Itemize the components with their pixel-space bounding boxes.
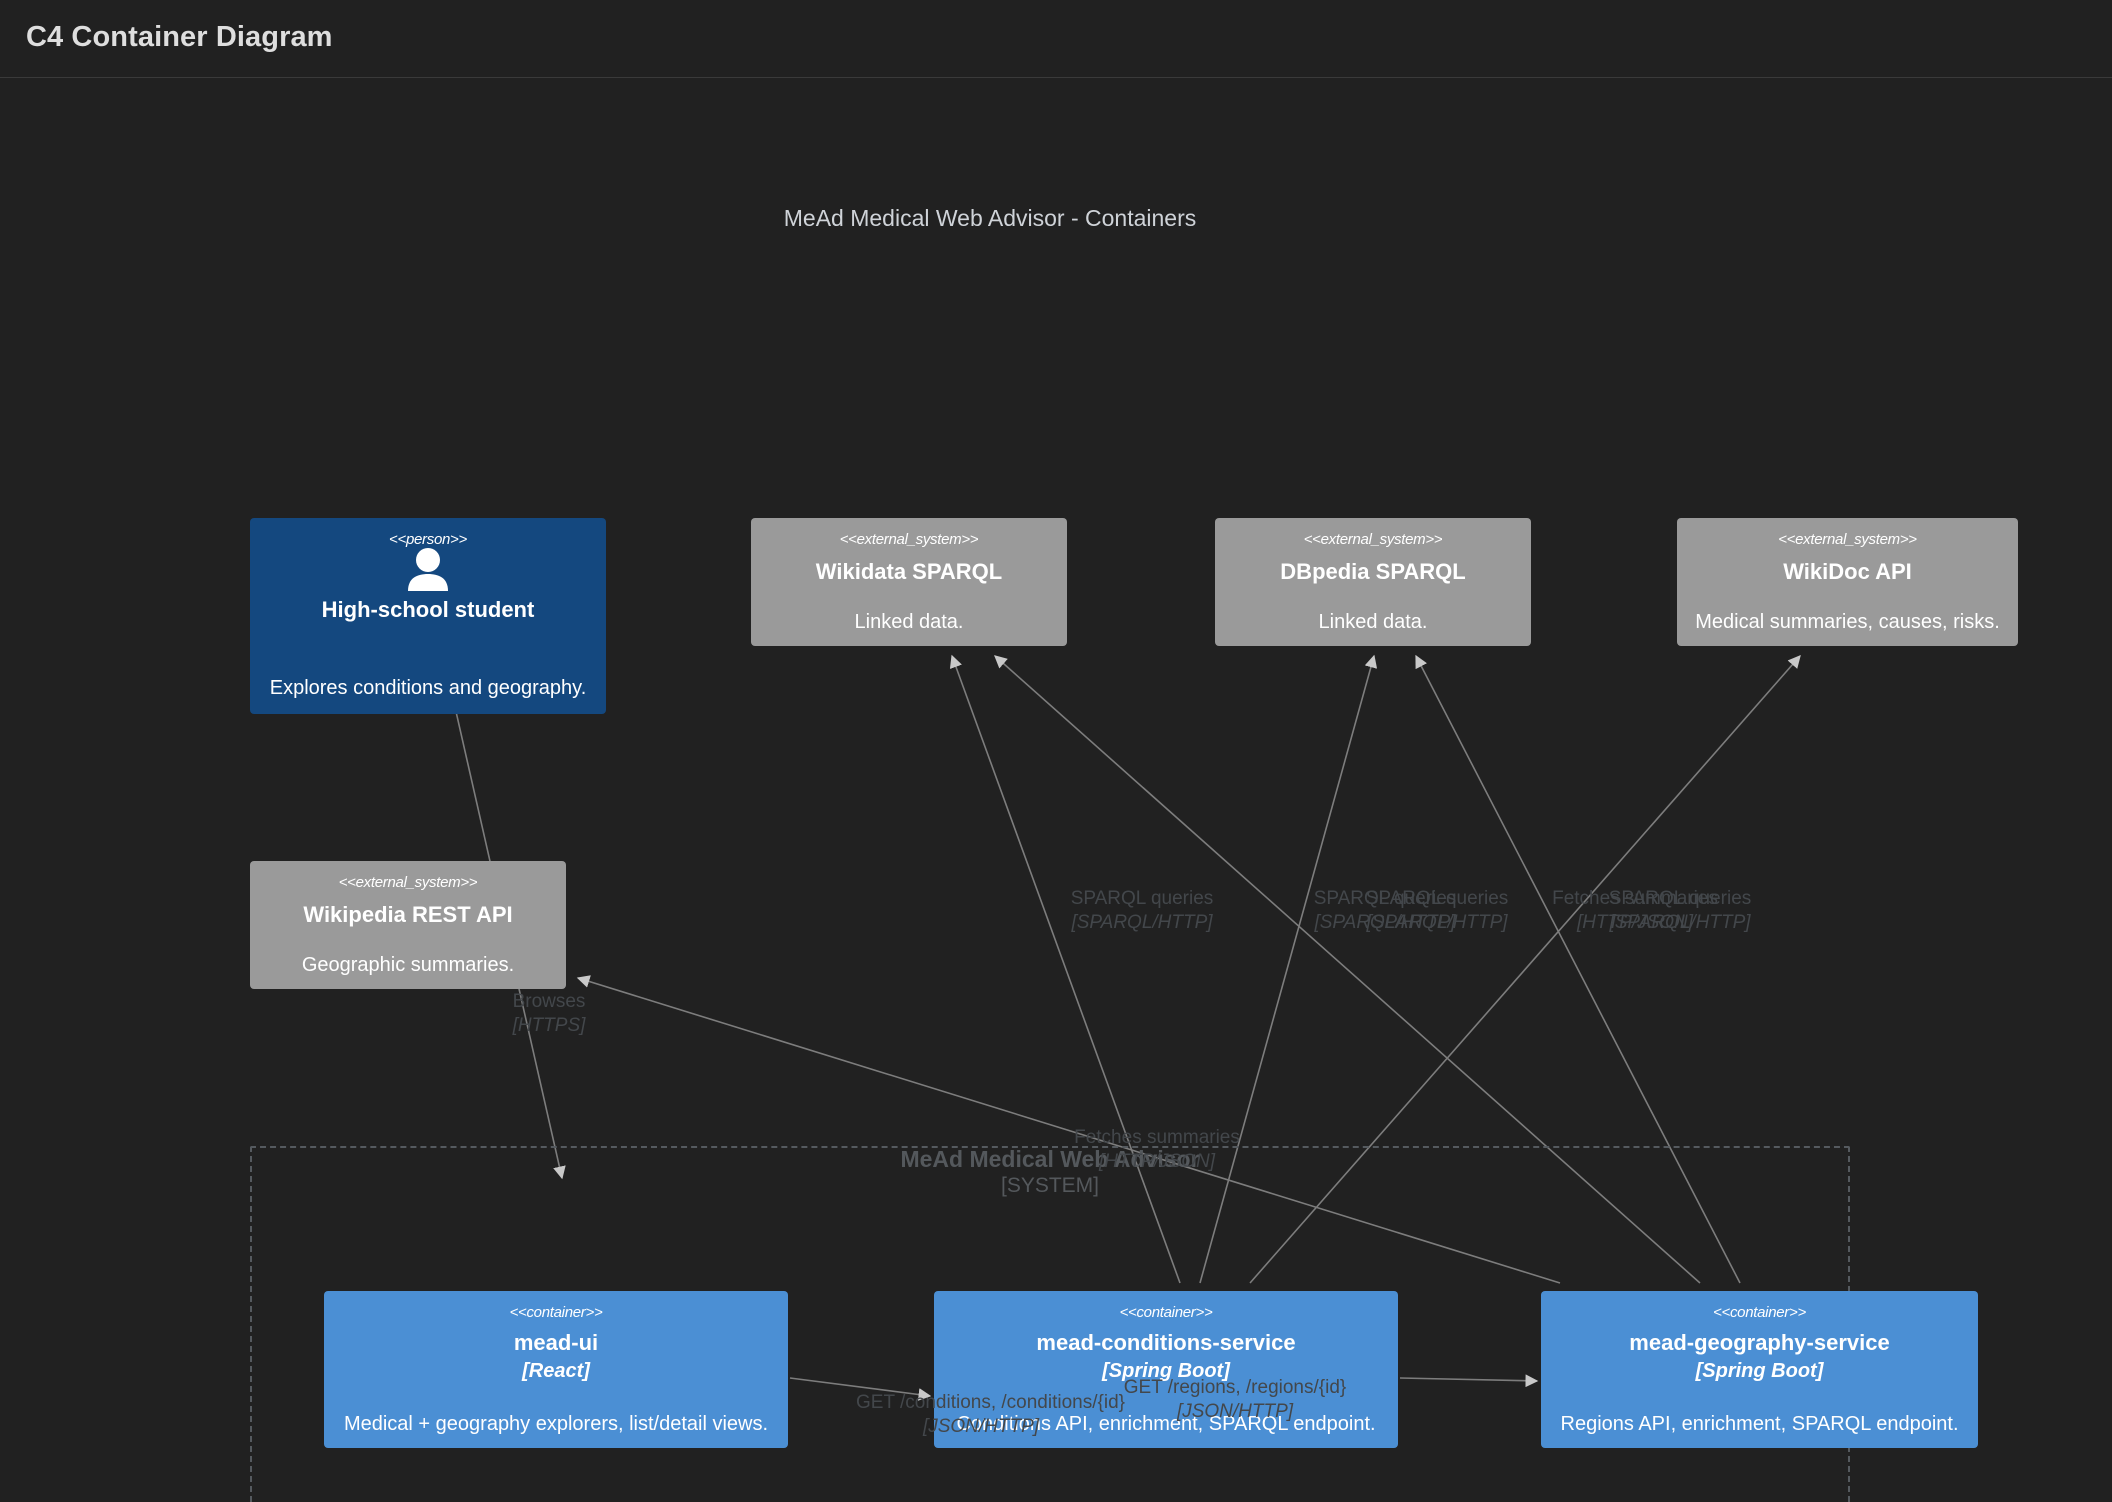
node-description: Linked data. — [1318, 611, 1428, 633]
node-description: Medical summaries, causes, risks. — [1695, 611, 2000, 633]
system-boundary-name: MeAd Medical Web Advisor — [900, 1146, 1200, 1172]
node-name: mead-geography-service — [1629, 1330, 1890, 1355]
page-header: C4 Container Diagram — [0, 0, 2112, 78]
node-stereotype: <<external_system>> — [338, 874, 478, 891]
node-name: mead-conditions-service — [1036, 1330, 1296, 1355]
node-stereotype: <<container>> — [1713, 1304, 1806, 1321]
edge-label-text: SPARQL queries — [1365, 888, 1509, 909]
node-description: Regions API, enrichment, SPARQL endpoint… — [1560, 1413, 1959, 1435]
node-mead-conditions-service[interactable]: <<container>> mead-conditions-service [S… — [934, 1291, 1398, 1448]
node-stereotype: <<external_system>> — [839, 531, 979, 548]
node-description: Conditions API, enrichment, SPARQL endpo… — [956, 1413, 1376, 1435]
node-mead-geography-service[interactable]: <<container>> mead-geography-service [Sp… — [1541, 1291, 1978, 1448]
node-mead-ui[interactable]: <<container>> mead-ui [React] Medical + … — [324, 1291, 788, 1448]
edge-label-tech: [SPARQL/HTTP] — [1366, 911, 1508, 933]
diagram-canvas[interactable]: MeAd Medical Web Advisor - Containers — [0, 78, 2112, 1502]
node-name: Wikipedia REST API — [303, 902, 513, 927]
node-wikidoc-api[interactable]: <<external_system>> WikiDoc API Medical … — [1677, 518, 2018, 646]
system-boundary-type: [SYSTEM] — [1000, 1174, 1100, 1198]
page-title: C4 Container Diagram — [26, 21, 333, 53]
node-stereotype: <<container>> — [1119, 1304, 1213, 1321]
node-stereotype: <<container>> — [509, 1304, 603, 1321]
edge-label-tech: [SPARQL/HTTP] — [1609, 911, 1751, 933]
edge-label-conditions-wikidoc: Fetches summaries [HTTP/JSON] — [1530, 887, 1740, 935]
edge-label-tech: [HTTPS] — [512, 1014, 586, 1036]
node-description: Medical + geography explorers, list/deta… — [343, 1413, 769, 1435]
node-name: WikiDoc API — [1783, 559, 1912, 584]
node-technology: [Spring Boot] — [1695, 1360, 1824, 1383]
node-technology: [Spring Boot] — [1102, 1360, 1230, 1383]
edge-label-text: SPARQL queries — [1608, 888, 1752, 909]
edge-label-tech: [SPARQL/HTTP] — [1314, 911, 1456, 933]
node-name: Wikidata SPARQL — [815, 559, 1003, 584]
node-technology: [React] — [522, 1360, 590, 1383]
node-stereotype: <<external_system>> — [1778, 531, 1917, 548]
edge-label-browses: Browses [HTTPS] — [509, 990, 589, 1038]
edge-label-geography-wikidata: SPARQL queries [SPARQL/HTTP] — [1337, 887, 1537, 935]
edge-label-conditions-dbpedia: SPARQL queries [SPARQL/HTTP] — [1285, 887, 1485, 935]
person-icon — [405, 547, 451, 591]
node-high-school-student[interactable]: <<person>> High-school student Explores … — [250, 518, 606, 714]
edge-label-geography-dbpedia: SPARQL queries [SPARQL/HTTP] — [1580, 887, 1780, 935]
diagram-title: MeAd Medical Web Advisor - Containers — [783, 205, 1197, 231]
edge-label-text: Fetches summaries — [1552, 888, 1718, 909]
node-name: High-school student — [321, 597, 535, 622]
node-wikipedia-rest-api[interactable]: <<external_system>> Wikipedia REST API G… — [250, 861, 566, 989]
node-wikidata-sparql[interactable]: <<external_system>> Wikidata SPARQL Link… — [751, 518, 1067, 646]
node-description: Linked data. — [854, 611, 964, 633]
edge-label-text: Browses — [512, 991, 586, 1012]
edge-label-conditions-wikidata: SPARQL queries [SPARQL/HTTP] — [1042, 887, 1242, 935]
node-name: mead-ui — [513, 1330, 599, 1355]
edge-label-text: SPARQL queries — [1313, 888, 1457, 909]
edge-label-tech: [HTTP/JSON] — [1576, 911, 1694, 933]
node-description: Geographic summaries. — [301, 954, 515, 976]
edge-label-tech: [SPARQL/HTTP] — [1071, 911, 1213, 933]
node-dbpedia-sparql[interactable]: <<external_system>> DBpedia SPARQL Linke… — [1215, 518, 1531, 646]
node-name: DBpedia SPARQL — [1280, 559, 1466, 584]
node-stereotype: <<external_system>> — [1303, 531, 1443, 548]
node-stereotype: <<person>> — [389, 531, 467, 548]
edge-label-text: SPARQL queries — [1070, 888, 1214, 909]
system-boundary-label: MeAd Medical Web Advisor [SYSTEM] — [250, 1146, 1850, 1200]
node-description: Explores conditions and geography. — [269, 677, 587, 699]
